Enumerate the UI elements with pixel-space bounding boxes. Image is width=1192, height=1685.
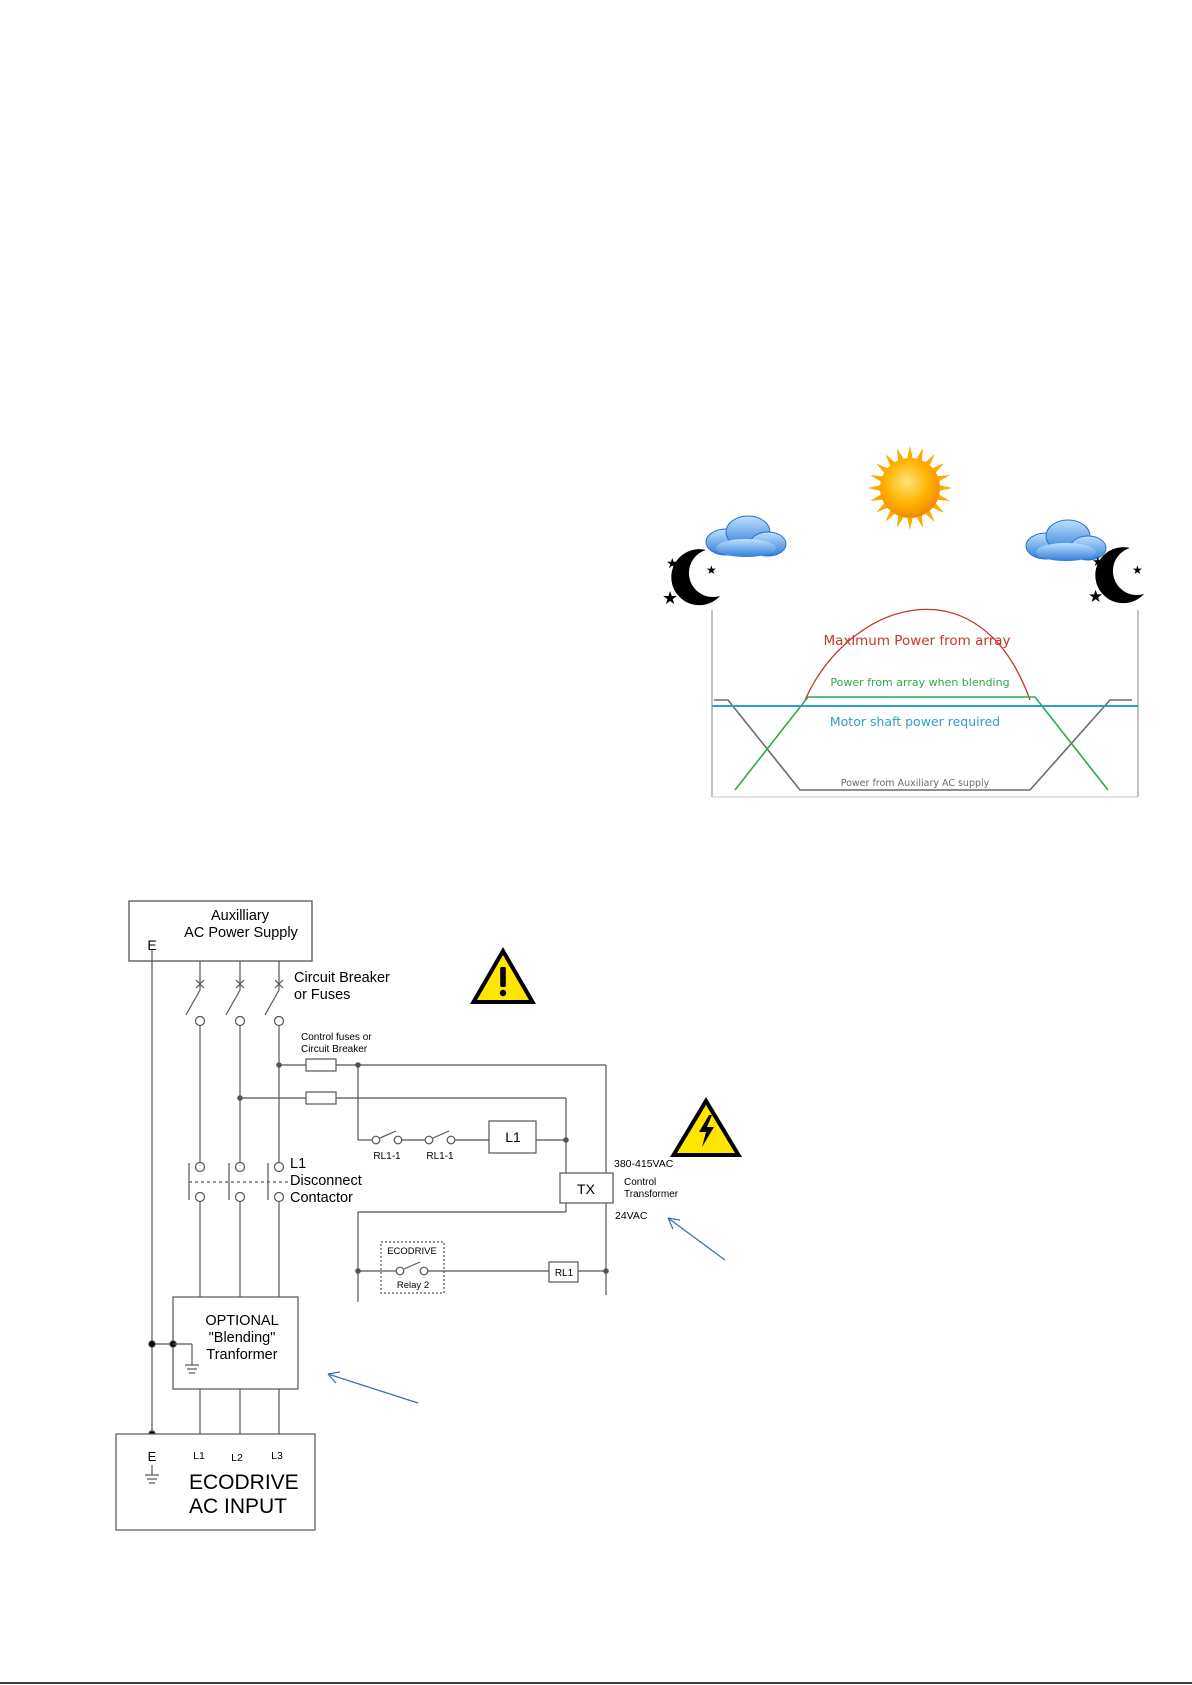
sun-ray xyxy=(916,448,923,461)
sun-ray xyxy=(937,494,950,501)
sun-ray xyxy=(897,448,904,461)
sun-ray xyxy=(925,454,935,466)
wiring-labels: Auxilliary AC Power Supply E Circuit Bre… xyxy=(147,908,678,1518)
moon-stars-icon-left: ★ ★ ★ xyxy=(662,549,720,608)
control-fuses-label-1: Control fuses or xyxy=(301,1032,372,1043)
arrow-to-tx xyxy=(667,1217,726,1261)
sun-icon xyxy=(868,446,952,530)
wiring-diagram xyxy=(115,900,614,1531)
contactor-label-3: Contactor xyxy=(290,1190,353,1206)
blending-label-1: OPTIONAL xyxy=(205,1313,278,1329)
control-fuses-label-2: Circuit Breaker xyxy=(301,1044,368,1055)
relay-contact-label-2: RL1-1 xyxy=(426,1151,454,1162)
sun-ray xyxy=(932,463,944,473)
sun-ray xyxy=(937,475,950,482)
svg-text:★: ★ xyxy=(1088,587,1103,606)
sun-ray xyxy=(870,494,883,501)
blending-label-3: Tranformer xyxy=(206,1347,277,1363)
ecodrive-relay-label-1: ECODRIVE xyxy=(387,1246,437,1257)
contactor-label-1: L1 xyxy=(290,1156,306,1172)
sun-ray xyxy=(939,485,952,491)
ecodrive-relay-box xyxy=(380,1241,445,1294)
sun-ray xyxy=(870,475,883,482)
sun-ray xyxy=(885,454,895,466)
ecodrive-relay-label-2: Relay 2 xyxy=(397,1280,429,1291)
warning-exclamation-icon xyxy=(470,947,536,1004)
electrical-hazard-icon xyxy=(670,1097,742,1157)
svg-text:★: ★ xyxy=(706,563,717,577)
motor-power-label: Motor shaft power required xyxy=(830,714,1000,729)
voltage-secondary-label: 24VAC xyxy=(615,1210,648,1222)
aux-supply-title: Auxilliary xyxy=(211,908,270,924)
sun-ray xyxy=(932,503,944,513)
max-power-label: Maximum Power from array xyxy=(823,633,1010,649)
power-curve-diagram: ★ ★ ★ ★ ★ ★ Maximum Power from array Pow… xyxy=(662,446,1144,798)
contactor-label-2: Disconnect xyxy=(290,1173,362,1189)
sun-ray xyxy=(868,485,881,491)
tx-label: TX xyxy=(577,1181,596,1197)
input-l3-label: L3 xyxy=(271,1450,283,1462)
breaker-label-2: or Fuses xyxy=(294,987,350,1003)
svg-text:★: ★ xyxy=(1092,554,1104,569)
earth-label-top: E xyxy=(147,937,156,953)
cloud-icon-left xyxy=(705,515,787,557)
input-earth-label: E xyxy=(148,1449,157,1464)
svg-text:★: ★ xyxy=(662,588,678,608)
voltage-primary-label: 380-415VAC xyxy=(614,1158,674,1170)
rl1-coil-label: RL1 xyxy=(555,1268,574,1279)
tx-description-1: Control xyxy=(624,1177,656,1188)
aux-supply-subtitle: AC Power Supply xyxy=(184,925,298,941)
ecodrive-input-subtitle: AC INPUT xyxy=(189,1495,287,1518)
sun-ray xyxy=(907,446,913,459)
blending-label-2: "Blending" xyxy=(209,1330,276,1346)
sun-ray xyxy=(907,517,913,530)
auxiliary-supply-label: Power from Auxiliary AC supply xyxy=(841,778,990,789)
sun-ray xyxy=(925,510,935,522)
svg-text:★: ★ xyxy=(666,555,679,571)
sun-ray xyxy=(876,503,888,513)
blending-curve xyxy=(734,696,1109,791)
sun-ray xyxy=(885,510,895,522)
rl1-coil-box xyxy=(548,1261,579,1283)
ecodrive-input-box xyxy=(115,1433,316,1531)
moon-stars-icon-right: ★ ★ ★ xyxy=(1088,547,1144,606)
cloud-icon-right xyxy=(1025,519,1107,561)
blending-transformer-box xyxy=(172,1296,299,1390)
sun-ray xyxy=(897,515,904,528)
ecodrive-input-title: ECODRIVE xyxy=(189,1471,299,1494)
blending-label: Power from array when blending xyxy=(830,676,1009,689)
max-power-curve xyxy=(804,608,1031,701)
tx-box xyxy=(559,1172,614,1204)
sun-ray xyxy=(916,515,923,528)
control-fuse-1 xyxy=(305,1058,337,1072)
breaker-marks xyxy=(195,979,284,989)
breaker-label-1: Circuit Breaker xyxy=(294,970,390,986)
aux-supply-box xyxy=(128,900,313,962)
sun-ray xyxy=(876,463,888,473)
tx-description-2: Transformer xyxy=(624,1189,679,1200)
l1-coil-box xyxy=(488,1120,537,1154)
input-l1-label: L1 xyxy=(193,1450,205,1462)
l1-coil-label: L1 xyxy=(505,1129,521,1145)
auxiliary-supply-curve xyxy=(714,699,1132,791)
input-l2-label: L2 xyxy=(231,1452,243,1464)
control-fuse-2 xyxy=(305,1091,337,1105)
svg-text:★: ★ xyxy=(1132,563,1143,577)
relay-contact-label-1: RL1-1 xyxy=(373,1151,401,1162)
arrow-to-blending xyxy=(327,1371,419,1404)
